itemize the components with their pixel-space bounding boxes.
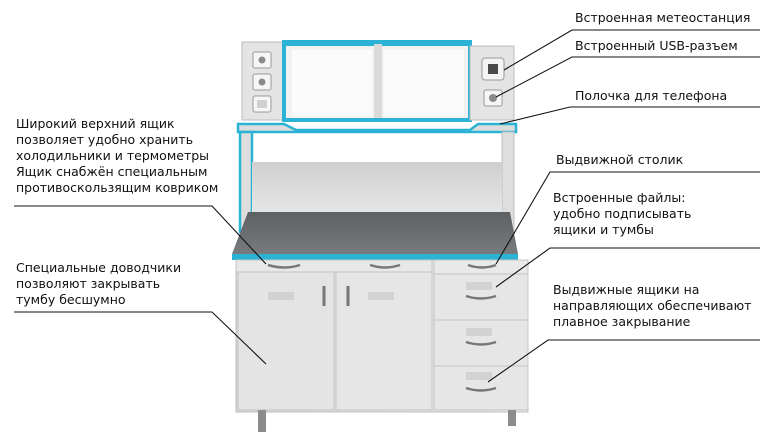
label-pullout-table: Выдвижной столик — [556, 152, 684, 167]
leader-pullout-table — [495, 171, 760, 265]
lower-cabinet — [235, 259, 529, 432]
leader-top-drawer — [14, 205, 267, 265]
leader-door-closers — [14, 311, 267, 365]
phone-shelf — [236, 122, 518, 134]
label-usb-port: Встроенный USB-разъем — [575, 38, 738, 53]
leader-phone-shelf — [499, 106, 760, 125]
label-door-closers: Специальные доводчики позволяют закрыват… — [16, 260, 182, 307]
foot-right — [508, 410, 516, 426]
leader-weather-station — [503, 29, 760, 71]
drawer-3 — [433, 319, 529, 367]
leader-drawer-rails — [487, 339, 760, 383]
shelf-divider — [374, 44, 382, 118]
back-structure — [238, 130, 515, 234]
label-top-drawer: Широкий верхний ящик позволяет удобно хр… — [16, 116, 219, 195]
label-drawer-rails: Выдвижные ящики на направляющих обеспечи… — [553, 282, 752, 329]
leader-usb-port — [495, 56, 760, 98]
right-device-panel — [469, 45, 515, 121]
leader-lines — [14, 29, 760, 383]
label-built-in-files: Встроенные файлы: удобно подписывать ящи… — [553, 190, 692, 237]
back-panel — [252, 162, 502, 214]
label-phone-shelf: Полочка для телефона — [575, 88, 728, 103]
upper-shelf-unit — [236, 40, 518, 134]
label-weather-station: Встроенная метеостанция — [575, 10, 751, 25]
drawer-2 — [433, 273, 529, 321]
countertop — [232, 212, 518, 260]
leader-built-in-files — [495, 247, 760, 288]
pullout-tray — [235, 259, 433, 273]
foot-left — [258, 410, 266, 432]
